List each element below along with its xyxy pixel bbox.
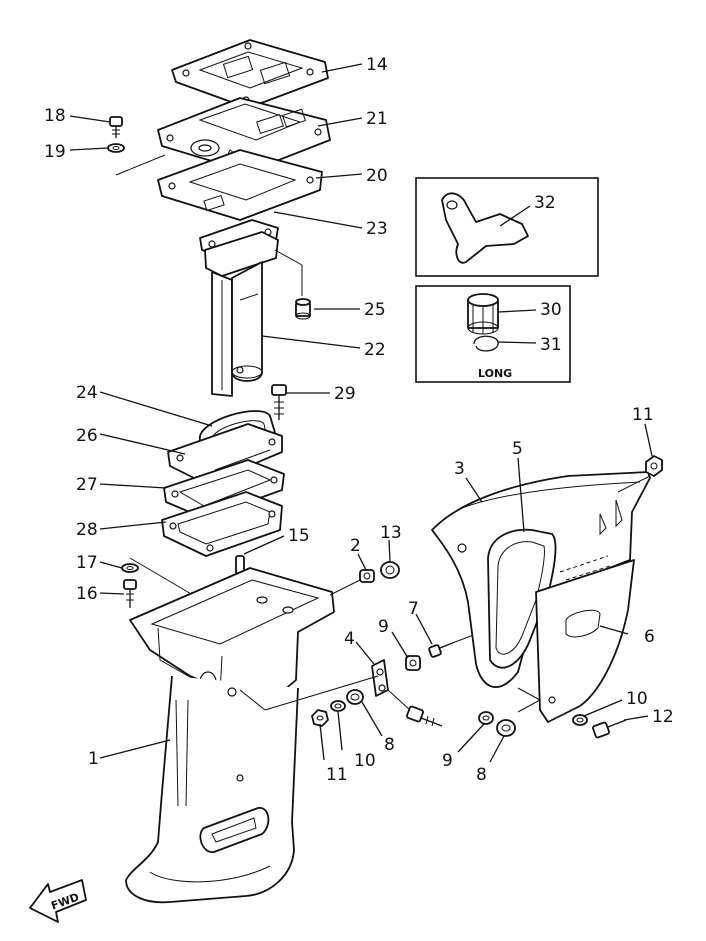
leader-casing-bracket-b xyxy=(264,675,379,711)
circlip-31 xyxy=(473,335,499,352)
leader-11a-cowl xyxy=(617,475,651,493)
callout-31: 31 xyxy=(540,335,562,355)
leader-6-fasteners xyxy=(517,687,542,713)
bolt-16 xyxy=(123,579,137,608)
callout-20: 20 xyxy=(366,166,388,186)
nut-11a xyxy=(645,455,663,477)
callout-9-upper: 9 xyxy=(378,617,389,637)
leader-casing-bracket xyxy=(239,689,266,711)
callout-21: 21 xyxy=(366,109,388,129)
grommet-8c xyxy=(496,719,516,737)
callout-numbers: 14 21 20 23 18 19 25 22 32 30 31 29 24 2… xyxy=(44,55,674,785)
collar-9b xyxy=(478,711,494,725)
inset-long-label: LONG xyxy=(478,367,512,380)
callout-4: 4 xyxy=(344,629,355,649)
callout-11-bottom: 11 xyxy=(326,765,348,785)
bolt-7 xyxy=(428,641,456,658)
callout-32: 32 xyxy=(534,193,556,213)
washer-10b xyxy=(330,700,346,712)
callout-14: 14 xyxy=(366,55,388,75)
bracket-4 xyxy=(371,659,389,697)
callout-5: 5 xyxy=(512,439,523,459)
callout-13: 13 xyxy=(380,523,402,543)
grommet-13 xyxy=(380,561,400,579)
callout-22: 22 xyxy=(364,340,386,360)
bolt-8a xyxy=(406,705,443,727)
exhaust-guide-22 xyxy=(204,231,279,397)
gasket-14 xyxy=(171,39,329,109)
fwd-arrow: FWD xyxy=(29,879,87,923)
callout-19: 19 xyxy=(44,142,66,162)
washer-10a xyxy=(572,714,588,726)
callout-9-bottom: 9 xyxy=(442,751,453,771)
gasket-20 xyxy=(157,149,323,221)
leader-8-bracket xyxy=(387,689,411,711)
bolt-29 xyxy=(271,384,287,420)
grommet-25 xyxy=(274,249,311,320)
callout-27: 27 xyxy=(76,475,98,495)
callout-15: 15 xyxy=(288,526,310,546)
callout-6: 6 xyxy=(644,627,655,647)
callout-16: 16 xyxy=(76,584,98,604)
callout-30: 30 xyxy=(540,300,562,320)
callout-8-bottom: 8 xyxy=(476,765,487,785)
gear-30 xyxy=(467,293,499,335)
seal-5 xyxy=(487,528,557,669)
inset-box-32 xyxy=(415,177,599,277)
gasket-27 xyxy=(163,459,285,519)
plate-26 xyxy=(167,423,283,485)
leader-18-19-bracket xyxy=(115,154,166,176)
plate-21 xyxy=(157,97,331,173)
callout-18: 18 xyxy=(44,106,66,126)
callout-1: 1 xyxy=(88,749,99,769)
callout-29: 29 xyxy=(334,384,356,404)
callout-11-top: 11 xyxy=(632,405,654,425)
inset-box-long: LONG xyxy=(415,285,571,383)
callout-28: 28 xyxy=(76,520,98,540)
callout-24: 24 xyxy=(76,383,98,403)
bolt-18 xyxy=(109,116,123,138)
nut-11b xyxy=(311,709,329,727)
callout-17: 17 xyxy=(76,553,98,573)
washer-19 xyxy=(107,143,125,153)
callout-26: 26 xyxy=(76,426,98,446)
washer-17 xyxy=(121,563,139,573)
callout-10-bottom: 10 xyxy=(354,751,376,771)
cover-6 xyxy=(535,555,635,723)
leader-lines xyxy=(69,63,653,763)
callout-2: 2 xyxy=(350,536,361,556)
callout-12: 12 xyxy=(652,707,674,727)
callout-10-right: 10 xyxy=(626,689,648,709)
bolt-12 xyxy=(592,719,627,739)
upper-casing-1 xyxy=(125,567,335,904)
callout-23: 23 xyxy=(366,219,388,239)
callout-8-upper: 8 xyxy=(384,735,395,755)
callout-3: 3 xyxy=(454,459,465,479)
collar-2 xyxy=(359,569,375,583)
callout-25: 25 xyxy=(364,300,386,320)
leader-2-casing xyxy=(329,579,361,596)
gasket-28 xyxy=(161,491,283,557)
collar-9a xyxy=(405,655,421,671)
collar-8b xyxy=(346,689,364,705)
callout-7: 7 xyxy=(408,599,419,619)
